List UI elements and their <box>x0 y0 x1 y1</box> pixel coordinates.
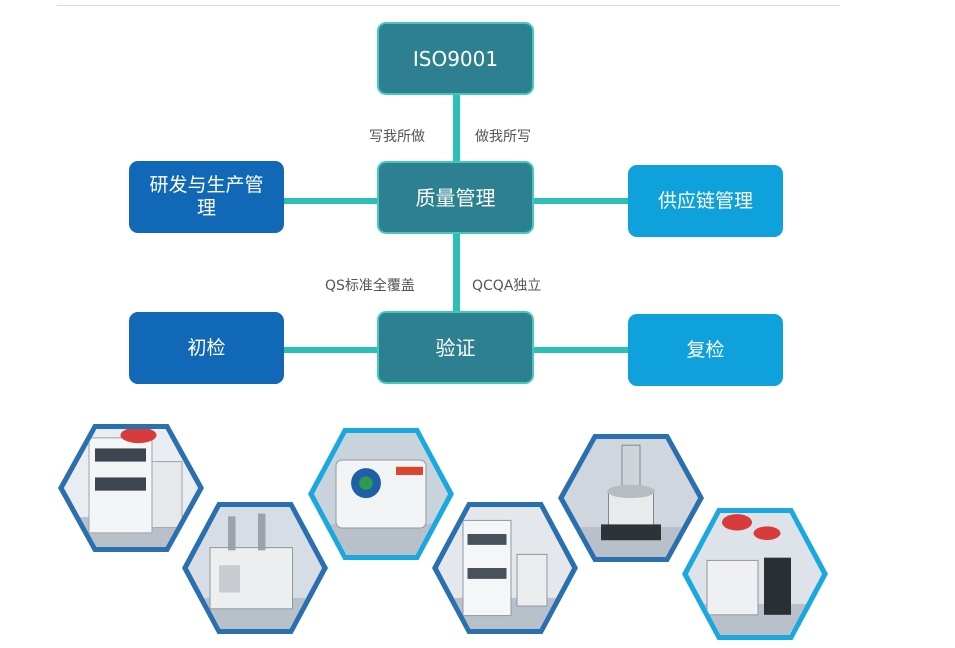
edge-label-write-what-we-do: 写我所做 <box>369 129 425 145</box>
connector-rd-to-quality <box>284 198 378 204</box>
liquid-chromatograph-photo <box>430 500 580 636</box>
node-quality-management: 质量管理 <box>377 161 534 234</box>
node-supply-chain-management: 供应链管理 <box>628 165 783 237</box>
connector-quality-to-verify <box>453 232 460 312</box>
node-recheck: 复检 <box>628 314 783 386</box>
connector-quality-to-supply <box>534 198 628 204</box>
node-iso9001: ISO9001 <box>377 22 534 95</box>
sample-analyzer-photo <box>306 426 456 562</box>
edge-label-do-what-we-write: 做我所写 <box>475 129 531 145</box>
hplc-system-photo <box>56 422 206 554</box>
edge-label-qcqa-independent: QCQA独立 <box>472 278 542 294</box>
node-verification: 验证 <box>377 311 534 384</box>
connector-initial-to-verify <box>284 347 378 353</box>
node-initial-inspection: 初检 <box>129 312 284 384</box>
connector-iso-to-quality <box>453 95 460 161</box>
connector-verify-to-recheck <box>534 347 628 353</box>
gc-station-photo <box>680 506 830 642</box>
edge-label-qs-full-coverage: QS标准全覆盖 <box>325 278 415 294</box>
node-rd-production-management: 研发与生产管理 <box>129 161 284 233</box>
dissolution-tester-photo <box>556 432 706 564</box>
node-rd-production-label: 研发与生产管理 <box>149 174 264 219</box>
top-divider <box>57 5 840 6</box>
gas-chromatograph-photo <box>180 500 330 636</box>
